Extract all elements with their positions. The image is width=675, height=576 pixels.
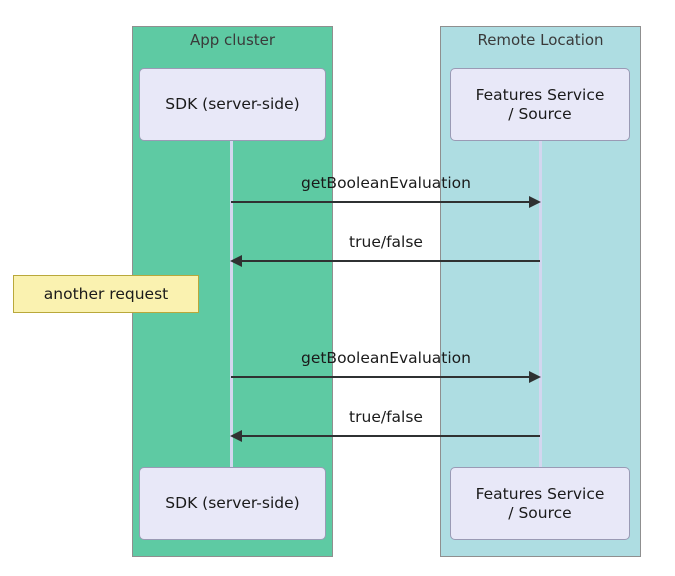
message-1-line [231,201,530,203]
group-app-cluster-title: App cluster [189,31,276,49]
message-1-label: getBooleanEvaluation [300,174,471,192]
message-3-arrowhead [529,371,541,383]
message-2-arrowhead [230,255,242,267]
note-another-request: another request [13,275,199,313]
actor-sdk-top: SDK (server-side) [139,68,326,141]
message-3-line [231,376,530,378]
lifeline-sdk [230,140,233,470]
actor-features-service-top: Features Service / Source [450,68,630,141]
note-another-request-label: another request [43,285,169,303]
message-2-line [242,260,540,262]
message-4-label: true/false [349,408,423,426]
actor-features-service-top-label: Features Service / Source [475,85,605,123]
actor-features-service-bottom-label: Features Service / Source [475,484,605,522]
message-4-arrowhead [230,430,242,442]
message-4-line [242,435,540,437]
actor-sdk-bottom-label: SDK (server-side) [165,494,300,512]
lifeline-features-service [539,140,542,470]
message-3-label: getBooleanEvaluation [300,349,471,367]
actor-sdk-top-label: SDK (server-side) [165,95,300,113]
message-1-arrowhead [529,196,541,208]
actor-features-service-bottom: Features Service / Source [450,467,630,540]
actor-sdk-bottom: SDK (server-side) [139,467,326,540]
group-remote-location-title: Remote Location [477,31,604,49]
message-2-label: true/false [349,233,423,251]
